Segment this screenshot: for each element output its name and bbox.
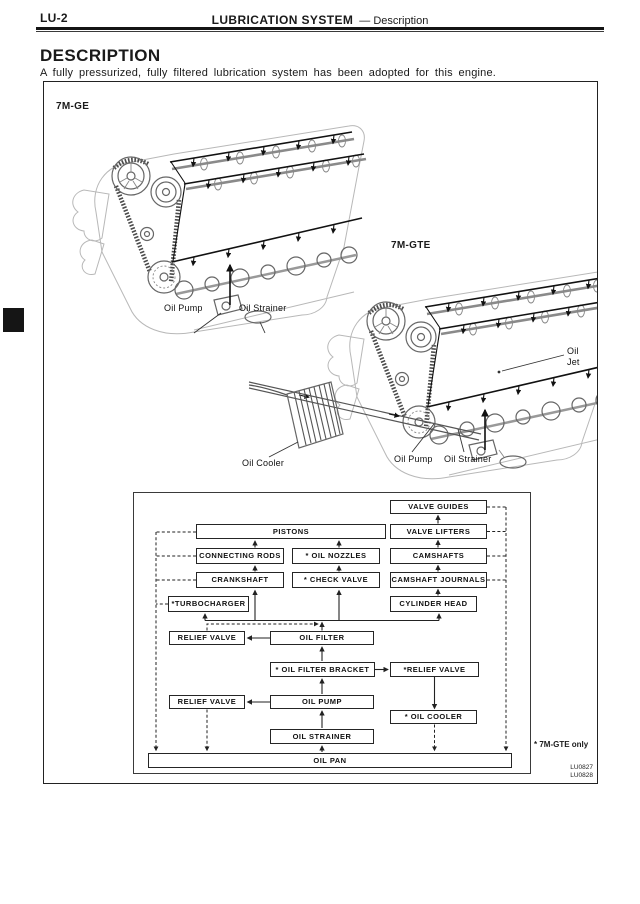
diagram-box-cylinder-head: CYLINDER HEAD (390, 596, 477, 612)
engine-7mgte-title: 7M-GTE (391, 240, 431, 251)
label-oil-pump-7mgte: Oil Pump (394, 454, 433, 464)
diagram-box-connecting-rods: CONNECTING RODS (196, 548, 284, 564)
diagram-box-turbocharger: *TURBOCHARGER (168, 596, 249, 612)
figure-code-2: LU0828 (570, 772, 593, 780)
intro-text: A fully pressurized, fully filtered lubr… (40, 67, 497, 79)
oil-cooler-art (248, 381, 482, 449)
label-oil-pump-7mge: Oil Pump (164, 303, 203, 313)
figure-box: 7M-GE Oil Pump Oil Strainer 7M-GTE Oil J… (43, 81, 598, 784)
diagram-box-oil-strainer: OIL STRAINER (270, 729, 374, 744)
section-index-tab (3, 308, 24, 332)
figure-codes: LU0827 LU0828 (570, 764, 593, 780)
figure-code-1: LU0827 (570, 764, 593, 772)
header-rule-thin (36, 31, 604, 32)
diagram-box-oil-pump: OIL PUMP (270, 695, 374, 709)
engine-illustrations (44, 82, 597, 782)
diagram-box-oil-cooler: * OIL COOLER (390, 710, 477, 724)
diagram-box-oil-nozzles: * OIL NOZZLES (292, 548, 380, 564)
page-title: DESCRIPTION (40, 46, 161, 65)
diagram-box-relief-valve-gte: *RELIEF VALVE (390, 662, 479, 677)
diagram-box-crankshaft: CRANKSHAFT (196, 572, 284, 588)
label-oil-strainer-7mgte: Oil Strainer (444, 454, 492, 464)
diagram-box-camshafts: CAMSHAFTS (390, 548, 487, 564)
diagram-box-valve-lifters: VALVE LIFTERS (390, 524, 487, 539)
diagram-connectors (153, 506, 509, 752)
diagram-box-pistons: PISTONS (196, 524, 386, 539)
label-oil-cooler: Oil Cooler (242, 458, 285, 468)
oil-flow-diagram: VALVE GUIDES PISTONS VALVE LIFTERS CONNE… (133, 492, 531, 774)
page-header: LUBRICATION SYSTEM — Description (0, 11, 640, 29)
figure-note: * 7M-GTE only (534, 740, 589, 749)
diagram-box-camshaft-journals: CAMSHAFT JOURNALS (390, 572, 487, 588)
diagram-box-oil-filter: OIL FILTER (270, 631, 374, 645)
diagram-box-oil-filter-bracket: * OIL FILTER BRACKET (270, 662, 375, 677)
engine-7mge-title: 7M-GE (56, 101, 90, 112)
section-title: LUBRICATION SYSTEM (211, 13, 354, 27)
label-oil-jet: Oil Jet (567, 346, 580, 367)
diagram-box-check-valve: * CHECK VALVE (292, 572, 380, 588)
label-oil-strainer-7mge: Oil Strainer (239, 303, 287, 313)
diagram-box-relief-valve-pump: RELIEF VALVE (169, 695, 245, 709)
header-rule-thick (36, 27, 604, 30)
diagram-box-oil-pan: OIL PAN (148, 753, 512, 768)
section-subtitle: — Description (359, 15, 429, 27)
page-code: LU-2 (40, 11, 68, 25)
diagram-box-valve-guides: VALVE GUIDES (390, 500, 487, 514)
diagram-box-relief-valve-filter: RELIEF VALVE (169, 631, 245, 645)
engine-7mge-art (73, 126, 366, 334)
